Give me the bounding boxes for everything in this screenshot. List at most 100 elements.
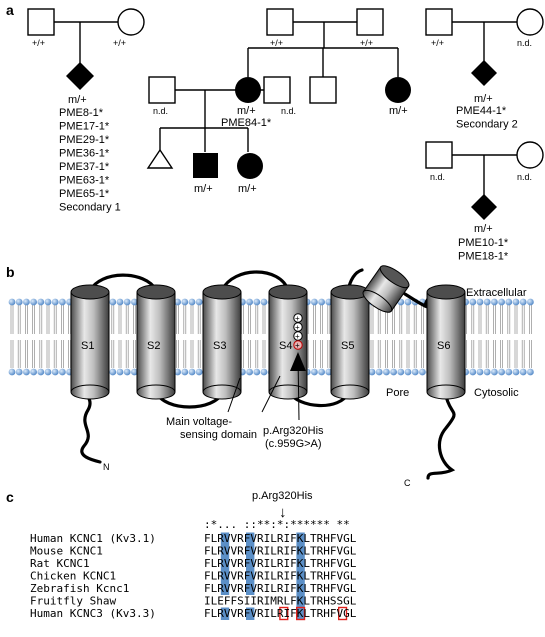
helix-s6: S6 xyxy=(426,284,466,400)
fam3-id-label: Secondary 2 xyxy=(456,119,518,131)
alignment-title: p.Arg320His xyxy=(252,490,313,502)
fam3-father-symbol xyxy=(425,8,453,36)
s4-charges: ++++ xyxy=(293,313,303,350)
sequence-text: FLRVVRFVRILRIFKLTRHFVGL xyxy=(204,545,357,558)
charge-marker xyxy=(293,322,303,332)
domain-label-line2: sensing domain xyxy=(180,429,257,441)
fam4-mother-symbol xyxy=(516,141,544,169)
panel-letter-b: b xyxy=(6,264,15,280)
fam3-affected-child-symbol xyxy=(471,60,497,86)
helix-label-s2: S2 xyxy=(147,340,160,352)
fam1-id-label: PME65-1* xyxy=(59,188,110,200)
mutation-label-line1: p.Arg320His xyxy=(263,425,324,437)
fam2-affected-son-symbol xyxy=(193,153,218,178)
fam4-affected-child-symbol xyxy=(471,194,497,220)
alignment-row: Human KCNC3 (Kv3.3) FLRVVRFVRILRIFKLTRHFV… xyxy=(30,606,357,621)
fam1-mother-genotype: +/+ xyxy=(113,38,126,48)
fam2-proband-id: PME84-1* xyxy=(221,117,272,129)
fam4-id-label: PME10-1* xyxy=(458,237,509,249)
cytosolic-label: Cytosolic xyxy=(474,387,519,399)
fam2-uncle-symbol xyxy=(309,76,337,104)
fam2-grandfather-symbol xyxy=(266,8,294,36)
fam2-aunt-genotype: m/+ xyxy=(389,105,408,117)
fam3-mother-genotype: n.d. xyxy=(517,38,532,48)
fam2-pregnancy-loss-symbol xyxy=(146,148,174,169)
pore-helix xyxy=(362,265,410,313)
species-name: Human KCNC3 (Kv3.3) xyxy=(30,607,156,620)
fam1-id-label: PME36-1* xyxy=(59,148,110,160)
fam1-child-genotype: m/+ xyxy=(68,94,87,106)
fam2-daughter-genotype: m/+ xyxy=(238,183,257,195)
fam2-grandmother-symbol xyxy=(356,8,384,36)
fam1-id-label: Secondary 1 xyxy=(59,202,121,214)
fam1-id-label: PME17-1* xyxy=(59,121,110,133)
helix-s3: S3 xyxy=(202,284,242,400)
sequence-alignment: :*... ::**:*:****** **Human KCNC1 (Kv3.1… xyxy=(30,518,357,621)
fam4-father-symbol xyxy=(425,141,453,169)
fam3-mother-symbol xyxy=(516,8,544,36)
species-name: Fruitfly Shaw xyxy=(30,595,116,608)
species-name: Rat KCNC1 xyxy=(30,557,90,570)
kcnc3-variant-box xyxy=(279,606,289,621)
fam1-father-genotype: +/+ xyxy=(32,38,45,48)
sequence-text: FLRVVRFVRILRIFKLTRHFVGL xyxy=(204,582,357,595)
alignment-row: Zebrafish Kcnc1 FLRVVRFVRILRIFKLTRHFVGL xyxy=(30,582,357,595)
pedigree-family-4: n.d. n.d. m/+ PME10-1*PME18-1* xyxy=(425,141,544,263)
sequence-text: FLRVVRFVRILRIFKLTRHFVGL xyxy=(204,532,357,545)
species-name: Zebrafish Kcnc1 xyxy=(30,582,129,595)
charge-plus-label: + xyxy=(295,332,300,341)
fam2-grandfather-genotype: +/+ xyxy=(270,38,283,48)
n-terminus-label: N xyxy=(103,462,110,472)
panel-letter-c: c xyxy=(6,489,14,505)
species-name: Human KCNC1 (Kv3.1) xyxy=(30,532,156,545)
fam1-id-label: PME29-1* xyxy=(59,134,110,146)
fam1-id-label: PME63-1* xyxy=(59,175,110,187)
charge-marker xyxy=(293,313,303,323)
fam2-spouse-genotype: n.d. xyxy=(153,106,168,116)
charge-plus-label: + xyxy=(295,314,300,323)
helix-label-s5: S5 xyxy=(341,340,354,352)
fam1-mother-symbol xyxy=(117,8,145,36)
helix-label-s3: S3 xyxy=(213,340,226,352)
kcnc3-variant-box xyxy=(338,606,348,621)
fam2-aunt-symbol xyxy=(385,77,411,103)
panel-letter-a: a xyxy=(6,2,14,18)
fam2-son-genotype: m/+ xyxy=(194,183,213,195)
fam2-grandmother-genotype: +/+ xyxy=(360,38,373,48)
alignment-row: Chicken KCNC1 FLRVVRFVRILRIFKLTRHFVGL xyxy=(30,570,357,583)
helix-s1: S1 xyxy=(70,284,110,400)
species-name: Chicken KCNC1 xyxy=(30,570,116,583)
fam2-proband-genotype: m/+ xyxy=(237,105,256,117)
kcnc3-variant-box xyxy=(296,606,306,621)
fam3-id-label: PME44-1* xyxy=(456,105,507,117)
fam4-father-genotype: n.d. xyxy=(430,172,445,182)
pedigree-family-2: +/+ +/+ n.d. m/+ PME84-1* n.d. m/+ m/+ m… xyxy=(146,8,411,195)
charge-marker xyxy=(293,331,303,341)
sequence-text: FLRVVRFVRILRIFKLTRHFVGL xyxy=(204,557,357,570)
alignment-row: Human KCNC1 (Kv3.1) FLRVVRFVRILRIFKLTRHFV… xyxy=(30,532,357,545)
pore-label: Pore xyxy=(386,387,409,399)
pedigree-family-3: +/+ n.d. m/+ PME44-1* Secondary 2 xyxy=(425,8,544,131)
fam2-partner-symbol xyxy=(263,76,291,104)
conservation-line: :*... ::**:*:****** ** xyxy=(204,518,350,531)
helix-label-s6: S6 xyxy=(437,340,450,352)
fam1-id-label: PME37-1* xyxy=(59,161,110,173)
sequence-text: FLRVVRFVRILRIFKLTRHFVGL xyxy=(204,607,357,620)
fam4-mother-genotype: n.d. xyxy=(517,172,532,182)
fam3-father-genotype: +/+ xyxy=(431,38,444,48)
sequence-text: FLRVVRFVRILRIFKLTRHFVGL xyxy=(204,570,357,583)
mutation-arrow xyxy=(290,352,306,371)
alignment-arrow: ↓ xyxy=(279,504,287,521)
alignment-row: Rat KCNC1 FLRVVRFVRILRIFKLTRHFVGL xyxy=(30,557,357,570)
pedigree-family-1: +/+ +/+ m/+ PME8-1*PME17-1*PME29-1*PME36… xyxy=(27,8,145,214)
mutation-label-line2: (c.959G>A) xyxy=(265,438,322,450)
domain-label-line1: Main voltage- xyxy=(166,416,232,428)
fam1-father-symbol xyxy=(27,8,55,36)
charge-plus-label: + xyxy=(295,323,300,332)
c-terminus-label: C xyxy=(404,478,411,488)
charge-plus-label: + xyxy=(295,341,300,350)
fam3-child-genotype: m/+ xyxy=(474,93,493,105)
